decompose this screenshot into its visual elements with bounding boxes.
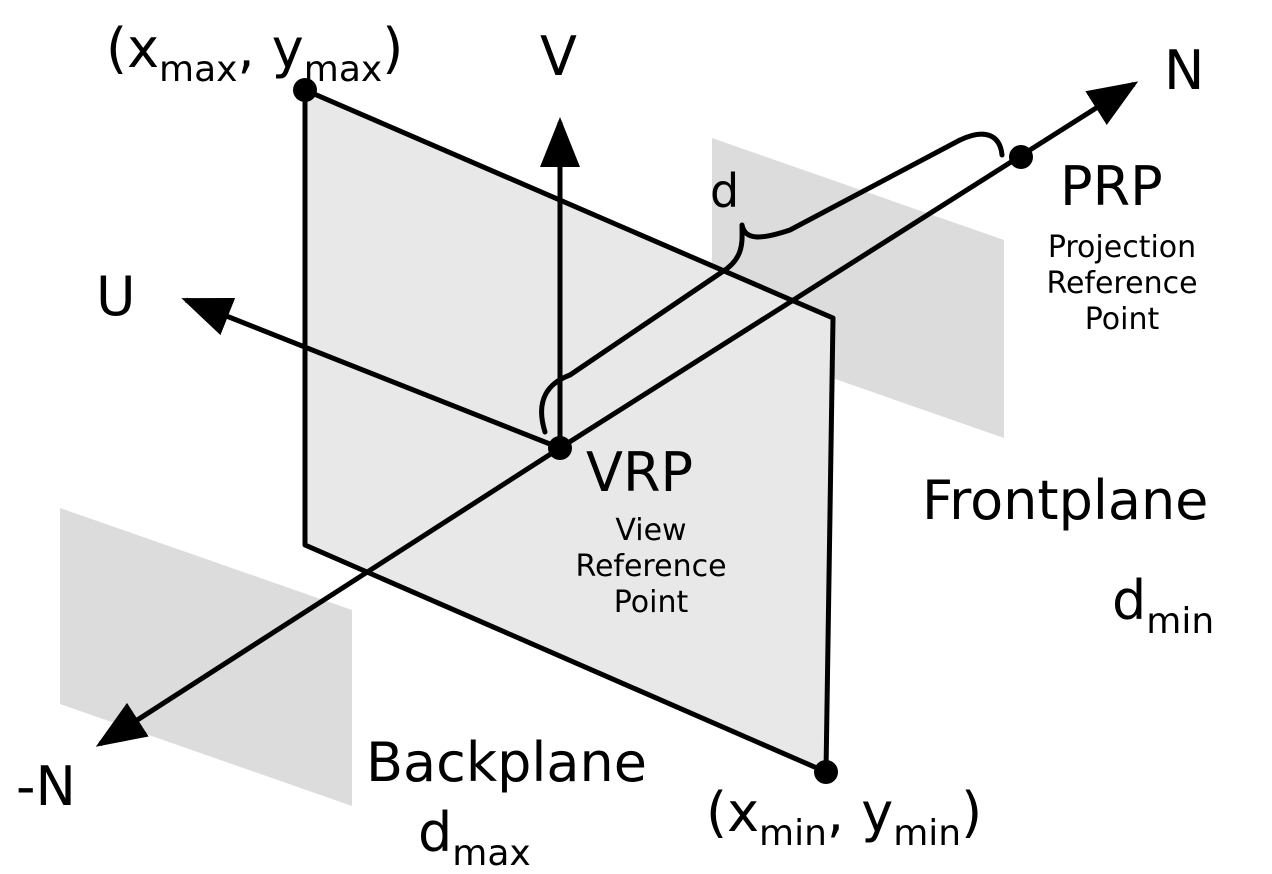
n-axis-label: N xyxy=(1164,39,1205,102)
v-axis-label: V xyxy=(540,25,577,88)
corner-min-close: ) xyxy=(961,781,983,844)
prp-description: Projection Reference Point xyxy=(1046,230,1197,338)
corner-min-mid: , y xyxy=(826,781,894,844)
corner-max-open: (x xyxy=(106,17,160,80)
prp-desc-line-3: Point xyxy=(1084,302,1160,337)
backplane-d-sub: max xyxy=(452,833,531,874)
frontplane-d: d xyxy=(1112,569,1147,632)
vrp-desc-line-1: View xyxy=(615,513,687,548)
corner-min-sub-x: min xyxy=(759,813,827,854)
back-clipping-plane xyxy=(60,508,352,806)
neg-n-axis-label: -N xyxy=(16,755,76,818)
backplane-d-label: dmax xyxy=(418,806,531,872)
corner-min-label: (xmin, ymin) xyxy=(706,786,982,852)
vrp-desc-line-2: Reference xyxy=(575,549,727,584)
vrp-label: VRP xyxy=(586,441,694,504)
u-axis-label: U xyxy=(96,265,136,328)
corner-max-close: ) xyxy=(382,17,404,80)
corner-max-label: (xmax, ymax) xyxy=(106,22,403,88)
distance-brace xyxy=(539,131,1005,435)
corner-max-point xyxy=(293,78,317,102)
corner-max-sub-x: max xyxy=(159,49,238,90)
prp-desc-line-2: Reference xyxy=(1046,266,1198,301)
corner-min-point xyxy=(814,760,838,784)
vrp-description: View Reference Point xyxy=(575,513,726,621)
prp-point xyxy=(1009,145,1033,169)
backplane-d: d xyxy=(418,801,453,864)
vrp-desc-line-3: Point xyxy=(613,585,689,620)
corner-min-open: (x xyxy=(706,781,760,844)
n-axis-line xyxy=(558,81,1139,451)
vrp-point xyxy=(548,436,572,460)
frontplane-d-label: dmin xyxy=(1112,574,1214,640)
prp-desc-line-1: Projection xyxy=(1047,230,1197,265)
prp-label: PRP xyxy=(1060,155,1163,218)
corner-min-sub-y: min xyxy=(893,813,962,854)
frontplane-label: Frontplane xyxy=(922,469,1209,532)
distance-label: d xyxy=(710,164,740,218)
corner-max-mid: , y xyxy=(237,17,304,80)
corner-max-sub-y: max xyxy=(303,49,383,90)
neg-n-axis-line xyxy=(95,445,562,747)
frontplane-d-sub: min xyxy=(1146,601,1215,642)
u-axis-line xyxy=(181,297,561,451)
backplane-label: Backplane xyxy=(366,731,647,794)
front-clipping-plane xyxy=(712,138,1004,438)
